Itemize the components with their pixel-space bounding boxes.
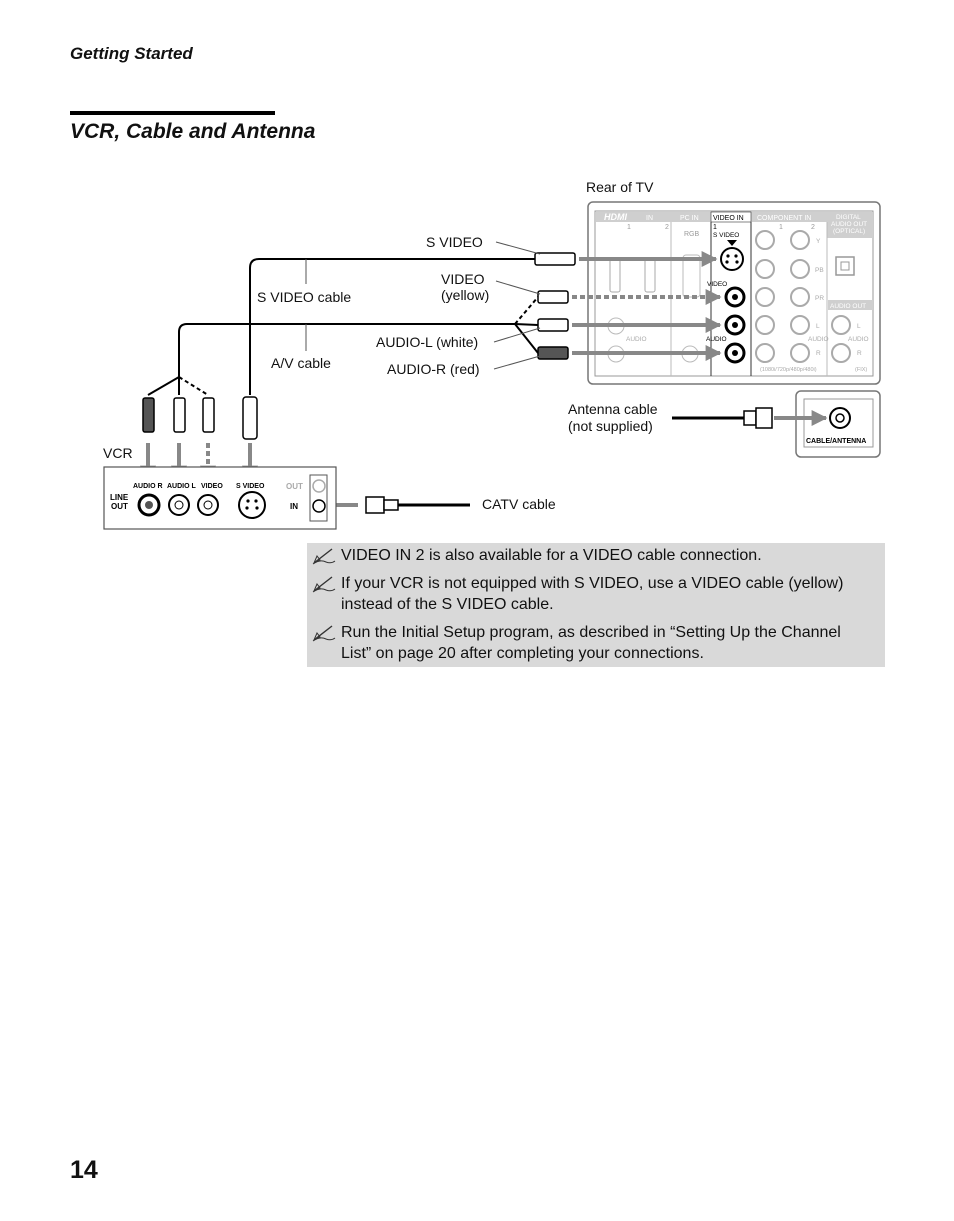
cable-antenna-panel: CABLE/ANTENNA xyxy=(795,390,881,458)
cable-antenna-jack xyxy=(829,407,851,429)
antenna-not-supplied-callout: (not supplied) xyxy=(568,418,653,434)
audio-out-optical-label: AUDIO OUT xyxy=(831,221,867,228)
page-title: VCR, Cable and Antenna xyxy=(70,120,316,143)
audio-out-l-label: L xyxy=(857,323,861,330)
video-in-label: VIDEO IN xyxy=(713,215,744,222)
vcr-audio-l-label: AUDIO L xyxy=(167,483,197,490)
catv-cable-callout: CATV cable xyxy=(482,496,556,512)
audio-out-label: AUDIO OUT xyxy=(830,303,866,310)
antenna-cable-callout: Antenna cable xyxy=(568,401,658,417)
component-resolution-label: (1080i/720p/480p/480i) xyxy=(760,367,817,373)
s-video-cable-callout: S VIDEO cable xyxy=(257,289,351,305)
component-in-label: COMPONENT IN xyxy=(757,215,811,222)
video-in-1-label: 1 xyxy=(713,224,717,231)
component-1-label: 1 xyxy=(779,224,783,231)
tv-s-video-jack xyxy=(720,247,744,271)
pencil-note-icon xyxy=(312,576,336,593)
optical-label: (OPTICAL) xyxy=(833,228,865,235)
hdmi-1-label: 1 xyxy=(627,224,631,231)
fix-label: (FIX) xyxy=(855,367,867,373)
hdmi-audio-label: AUDIO xyxy=(626,336,647,343)
antenna-connector xyxy=(743,407,773,429)
hdmi-logo: HDMI xyxy=(604,212,627,222)
callouts: S VIDEO VIDEO (yellow) AUDIO-L (white) A… xyxy=(103,234,658,512)
tv-end-plugs xyxy=(534,252,576,360)
title-rule xyxy=(70,111,275,115)
video-callout: VIDEO xyxy=(441,271,485,287)
component-pb-label: PB xyxy=(815,267,824,274)
component-r-label: R xyxy=(816,350,821,357)
tv-audio-label: AUDIO xyxy=(706,336,727,343)
note-text: VIDEO IN 2 is also available for a VIDEO… xyxy=(341,547,762,564)
rear-of-tv-label: Rear of TV xyxy=(586,179,654,195)
av-cable-callout: A/V cable xyxy=(271,355,331,371)
tv-rear-panel: HDMI IN PC IN VIDEO IN COMPONENT IN DIGI… xyxy=(587,201,881,385)
vcr-s-video-label: S VIDEO xyxy=(236,483,265,490)
note-text: Run the Initial Setup program, as descri… xyxy=(341,624,841,662)
note-item: If your VCR is not equipped with S VIDEO… xyxy=(312,573,875,615)
component-l-label: L xyxy=(816,323,820,330)
digital-label: DIGITAL xyxy=(836,214,861,221)
pc-in-label: PC IN xyxy=(680,215,699,222)
catv-connector xyxy=(365,496,399,514)
audio-r-callout: AUDIO-R (red) xyxy=(387,361,480,377)
component-y-label: Y xyxy=(816,238,821,245)
vcr-rf-in-label: IN xyxy=(290,502,298,511)
vcr-s-video-jack xyxy=(238,491,266,519)
connection-diagram: Rear of TV HDMI IN PC IN VIDEO IN COMPON… xyxy=(103,179,881,530)
notes-box: VIDEO IN 2 is also available for a VIDEO… xyxy=(307,543,885,667)
vcr-callout: VCR xyxy=(103,445,133,461)
vcr-audio-r-label: AUDIO R xyxy=(133,483,163,490)
vcr-end-plugs xyxy=(142,396,258,440)
tv-video-label: VIDEO xyxy=(707,281,727,288)
page-number: 14 xyxy=(70,1156,98,1184)
tv-connection-arrows xyxy=(572,251,828,426)
note-item: Run the Initial Setup program, as descri… xyxy=(312,622,875,664)
vcr-video-jack xyxy=(197,494,219,516)
hdmi-2-label: 2 xyxy=(665,224,669,231)
audio-l-callout: AUDIO-L (white) xyxy=(376,334,478,350)
component-2-label: 2 xyxy=(811,224,815,231)
s-video-callout: S VIDEO xyxy=(426,234,483,250)
vcr-rf-out-label: OUT xyxy=(286,482,303,491)
note-text: If your VCR is not equipped with S VIDEO… xyxy=(341,575,844,613)
component-pr-label: PR xyxy=(815,295,824,302)
note-item: VIDEO IN 2 is also available for a VIDEO… xyxy=(312,545,875,566)
vcr-panel: LINE OUT AUDIO R AUDIO L VIDEO S VIDEO O… xyxy=(103,466,337,530)
vcr-video-label: VIDEO xyxy=(201,483,223,490)
component-audio-label: AUDIO xyxy=(808,336,829,343)
vcr-audio-l-jack xyxy=(168,494,190,516)
video-yellow-callout: (yellow) xyxy=(441,287,489,303)
vcr-line-out-label: OUT xyxy=(111,502,128,511)
vcr-line-label: LINE xyxy=(110,493,129,502)
pencil-note-icon xyxy=(312,548,336,565)
section-header: Getting Started xyxy=(70,44,193,63)
cables xyxy=(147,258,744,507)
audio-out-audio-label: AUDIO xyxy=(848,336,869,343)
tv-s-video-label: S VIDEO xyxy=(713,232,739,239)
rgb-label: RGB xyxy=(684,231,700,238)
pencil-note-icon xyxy=(312,625,336,642)
hdmi-in-label: IN xyxy=(646,215,653,222)
vcr-rf-in-jack xyxy=(312,499,326,513)
cable-antenna-label: CABLE/ANTENNA xyxy=(806,438,866,445)
audio-out-r-label: R xyxy=(857,350,862,357)
